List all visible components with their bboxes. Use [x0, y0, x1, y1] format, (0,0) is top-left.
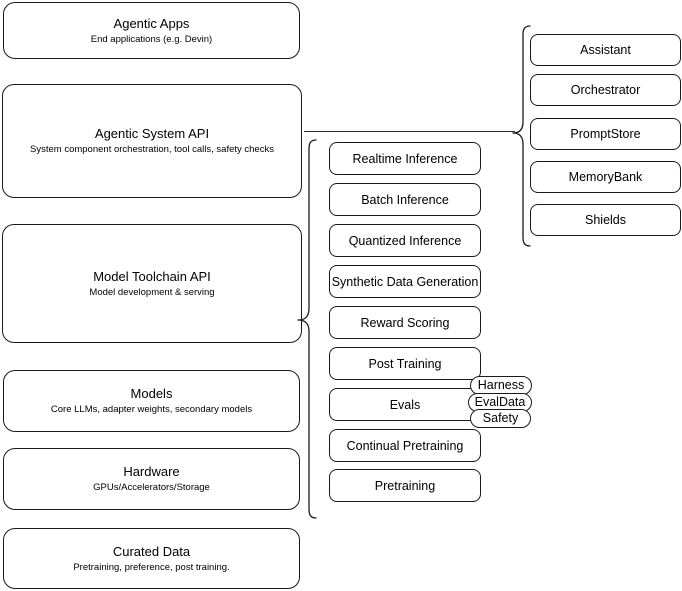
- layer-subtitle: Pretraining, preference, post training.: [73, 561, 230, 573]
- brace-agentic-system: [512, 25, 531, 247]
- layer-subtitle: Core LLMs, adapter weights, secondary mo…: [50, 404, 253, 415]
- capability-label: Reward Scoring: [360, 315, 450, 330]
- component-label: MemoryBank: [568, 170, 643, 184]
- layer-box-hardware[interactable]: Hardware GPUs/Accelerators/Storage: [3, 448, 300, 510]
- capability-chip-quantized-inference[interactable]: Quantized Inference: [329, 224, 481, 257]
- component-chip-memorybank[interactable]: MemoryBank: [530, 161, 681, 193]
- component-chip-assistant[interactable]: Assistant: [530, 34, 681, 66]
- capability-chip-evals[interactable]: Evals: [329, 388, 481, 421]
- evals-tag-label: Safety: [482, 411, 519, 425]
- layer-subtitle: GPUs/Accelerators/Storage: [93, 482, 210, 493]
- component-label: Assistant: [580, 43, 631, 57]
- layer-box-agentic-system-api[interactable]: Agentic System API System component orch…: [2, 84, 302, 198]
- capability-chip-pretraining[interactable]: Pretraining: [329, 469, 481, 502]
- capability-label: Synthetic Data Generation: [331, 274, 479, 289]
- evals-tag-safety[interactable]: Safety: [470, 409, 531, 428]
- layer-box-agentic-apps[interactable]: Agentic Apps End applications (e.g. Devi…: [3, 2, 300, 59]
- layer-subtitle: Model development & serving: [89, 286, 215, 298]
- capability-label: Continual Pretraining: [346, 438, 464, 453]
- layer-box-model-toolchain-api[interactable]: Model Toolchain API Model development & …: [2, 224, 302, 343]
- component-label: Shields: [585, 213, 626, 227]
- layer-title: Agentic Apps: [113, 15, 190, 31]
- layer-text-group: Hardware GPUs/Accelerators/Storage: [93, 463, 210, 495]
- layer-title: Models: [130, 386, 173, 401]
- capability-chip-reward-scoring[interactable]: Reward Scoring: [329, 306, 481, 339]
- capability-label: Evals: [389, 397, 421, 412]
- layer-text-group: Agentic System API System component orch…: [30, 125, 274, 157]
- capability-chip-realtime-inference[interactable]: Realtime Inference: [329, 142, 481, 175]
- capability-chip-continual-pretraining[interactable]: Continual Pretraining: [329, 429, 481, 462]
- capability-chip-synthetic-data-generation[interactable]: Synthetic Data Generation: [329, 265, 481, 298]
- capability-label: Quantized Inference: [348, 233, 462, 248]
- component-chip-orchestrator[interactable]: Orchestrator: [530, 74, 681, 106]
- capability-label: Post Training: [368, 356, 442, 371]
- layer-text-group: Model Toolchain API Model development & …: [89, 268, 214, 300]
- layer-title: Model Toolchain API: [93, 268, 211, 284]
- layer-subtitle: System component orchestration, tool cal…: [30, 144, 274, 155]
- layer-text-group: Curated Data Pretraining, preference, po…: [73, 543, 229, 575]
- component-label: PromptStore: [570, 127, 641, 141]
- capability-label: Realtime Inference: [352, 151, 458, 166]
- layer-text-group: Agentic Apps End applications (e.g. Devi…: [91, 15, 212, 47]
- evals-tag-label: Harness: [477, 378, 525, 392]
- layer-box-models[interactable]: Models Core LLMs, adapter weights, secon…: [3, 370, 300, 432]
- layer-box-curated-data[interactable]: Curated Data Pretraining, preference, po…: [3, 528, 300, 589]
- capability-label: Pretraining: [374, 478, 436, 493]
- layer-title: Curated Data: [112, 543, 191, 559]
- evals-tag-label: EvalData: [474, 395, 526, 409]
- connector-line-system-api-to-components: [304, 131, 515, 132]
- layer-text-group: Models Core LLMs, adapter weights, secon…: [51, 385, 252, 417]
- capability-chip-batch-inference[interactable]: Batch Inference: [329, 183, 481, 216]
- component-chip-promptstore[interactable]: PromptStore: [530, 118, 681, 150]
- brace-model-toolchain: [297, 139, 317, 519]
- component-chip-shields[interactable]: Shields: [530, 204, 681, 236]
- capability-label: Batch Inference: [361, 192, 449, 207]
- layer-title: Agentic System API: [94, 126, 210, 141]
- evals-tag-evaldata[interactable]: EvalData: [468, 393, 532, 412]
- layer-title: Hardware: [123, 464, 180, 479]
- capability-chip-post-training[interactable]: Post Training: [329, 347, 481, 380]
- layer-subtitle: End applications (e.g. Devin): [90, 33, 213, 45]
- component-label: Orchestrator: [570, 83, 641, 97]
